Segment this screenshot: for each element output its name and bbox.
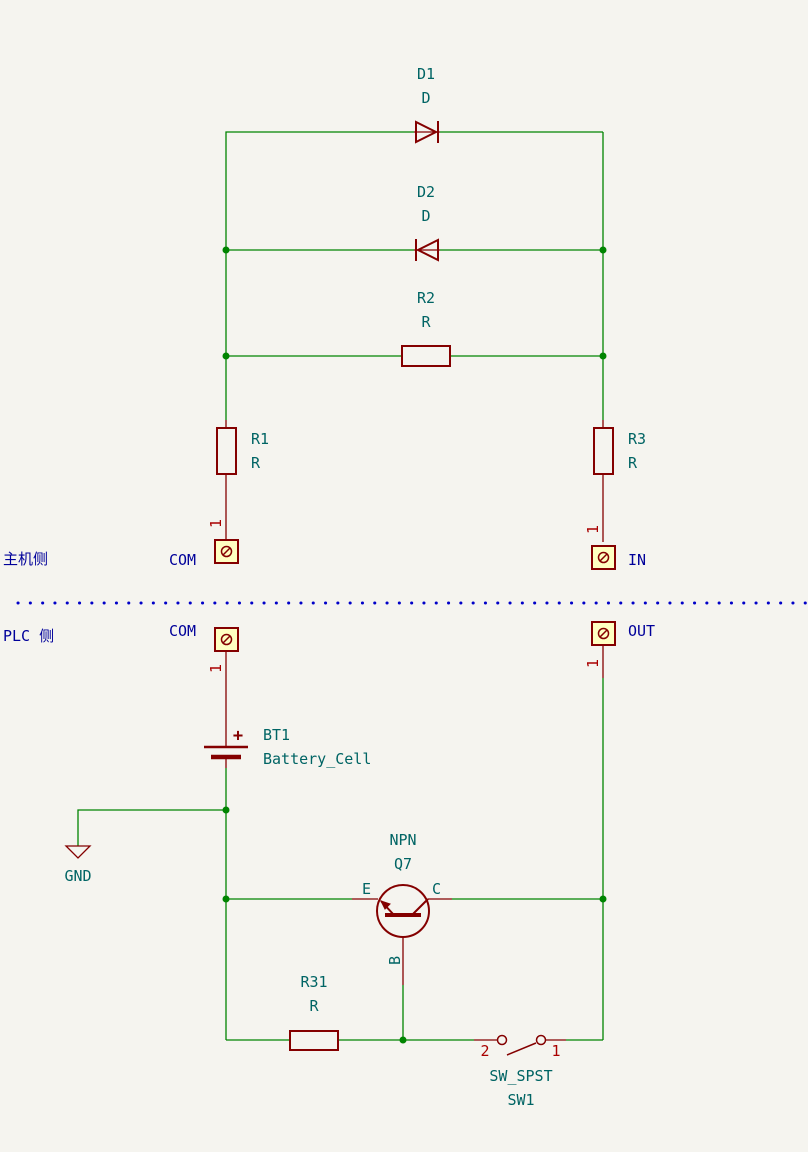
wire-top-loop bbox=[225, 131, 414, 420]
wires bbox=[77, 131, 604, 1041]
connector-host-in[interactable]: 1 IN bbox=[584, 525, 646, 570]
d1-value: D bbox=[421, 89, 430, 107]
host-com-pin-number: 1 bbox=[207, 519, 225, 528]
junction bbox=[599, 895, 607, 903]
terminal-screw-icon bbox=[220, 633, 233, 646]
ground-symbol[interactable]: GND bbox=[64, 845, 92, 885]
bt1-value: Battery_Cell bbox=[263, 750, 371, 768]
plc-out-label: OUT bbox=[628, 622, 655, 640]
gnd-label: GND bbox=[64, 867, 91, 885]
transistor-q7-emitter-arrow bbox=[380, 900, 391, 910]
section-label-plc: PLC 侧 bbox=[3, 627, 54, 645]
resistor-r2[interactable]: R2 R bbox=[401, 289, 451, 367]
q7-value: NPN bbox=[389, 831, 416, 849]
r2-reference: R2 bbox=[417, 289, 435, 307]
r2-value: R bbox=[421, 313, 431, 331]
switch-contact bbox=[496, 1034, 508, 1046]
connector-plc-com[interactable]: 1 COM bbox=[169, 622, 239, 722]
switch-contact bbox=[535, 1034, 547, 1046]
transistor-q7[interactable]: NPN Q7 E C B bbox=[352, 831, 452, 985]
terminal-screw-icon bbox=[597, 627, 610, 640]
junction bbox=[599, 352, 607, 360]
sw1-pin-1: 1 bbox=[551, 1042, 560, 1060]
switch-lever bbox=[506, 1042, 537, 1056]
ground-icon bbox=[64, 845, 92, 859]
diode-d1-symbol bbox=[415, 120, 439, 144]
resistor-r1-body bbox=[216, 427, 237, 475]
junction bbox=[399, 1036, 407, 1044]
junction bbox=[222, 352, 230, 360]
junctions bbox=[222, 246, 607, 1044]
q7-reference: Q7 bbox=[394, 855, 412, 873]
bt1-reference: BT1 bbox=[263, 726, 290, 744]
d2-value: D bbox=[421, 207, 430, 225]
sw1-reference: SW1 bbox=[507, 1091, 534, 1109]
d2-reference: D2 bbox=[417, 183, 435, 201]
r1-value: R bbox=[251, 454, 261, 472]
q7-pin-b: B bbox=[386, 956, 404, 965]
section-label-host: 主机侧 bbox=[3, 550, 48, 568]
q7-pin-c: C bbox=[432, 880, 441, 898]
resistor-r3-body bbox=[593, 427, 614, 475]
junction bbox=[222, 246, 230, 254]
sw1-value: SW_SPST bbox=[489, 1067, 552, 1085]
resistor-r31-body bbox=[289, 1030, 339, 1051]
battery-bt1[interactable]: + BT1 Battery_Cell bbox=[204, 722, 371, 768]
plc-com-label: COM bbox=[169, 622, 196, 640]
terminal-screw-icon bbox=[220, 545, 233, 558]
junction bbox=[222, 895, 230, 903]
diode-d1[interactable]: D1 D bbox=[414, 65, 440, 144]
r31-value: R bbox=[309, 997, 319, 1015]
host-in-pin-number: 1 bbox=[584, 525, 602, 534]
r31-reference: R31 bbox=[300, 973, 327, 991]
diode-d2[interactable]: D2 D bbox=[414, 183, 440, 262]
connector-host-com[interactable]: 1 COM bbox=[169, 519, 239, 569]
r1-reference: R1 bbox=[251, 430, 269, 448]
terminal-screw-icon bbox=[597, 551, 610, 564]
r3-reference: R3 bbox=[628, 430, 646, 448]
resistor-r1[interactable]: R1 R bbox=[216, 420, 269, 542]
d1-reference: D1 bbox=[417, 65, 435, 83]
plc-out-pin-number: 1 bbox=[584, 659, 602, 668]
switch-sw1[interactable]: 2 1 SW_SPST SW1 bbox=[474, 1034, 566, 1110]
resistor-r2-body bbox=[401, 345, 451, 367]
resistor-r3[interactable]: R3 R bbox=[593, 420, 646, 542]
r3-value: R bbox=[628, 454, 638, 472]
sw1-pin-2: 2 bbox=[480, 1042, 489, 1060]
plc-com-pin-number: 1 bbox=[207, 664, 225, 673]
junction bbox=[222, 806, 230, 814]
wire-gnd bbox=[77, 809, 226, 846]
connector-plc-out[interactable]: 1 OUT bbox=[584, 621, 655, 678]
host-com-label: COM bbox=[169, 551, 196, 569]
transistor-q7-body bbox=[376, 884, 430, 938]
host-in-label: IN bbox=[628, 551, 646, 569]
diode-d2-symbol bbox=[415, 238, 439, 262]
junction bbox=[599, 246, 607, 254]
resistor-r31[interactable]: R31 R bbox=[289, 973, 339, 1051]
battery-plus-sign: + bbox=[233, 726, 243, 746]
q7-pin-e: E bbox=[362, 880, 371, 898]
